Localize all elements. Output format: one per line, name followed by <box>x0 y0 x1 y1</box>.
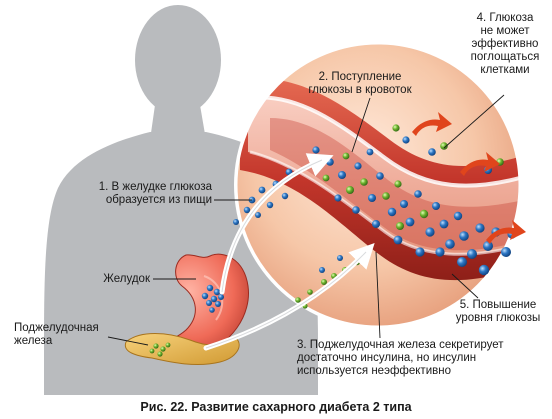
glucose-dot <box>337 255 343 261</box>
insulin-dot <box>420 210 428 218</box>
glucose-dot <box>354 162 361 169</box>
glucose-dot <box>202 293 208 299</box>
glucose-dot <box>376 172 384 180</box>
insulin-dot <box>157 351 162 356</box>
glucose-dot <box>319 267 325 273</box>
glucose-dot <box>440 220 449 229</box>
label-step3: 3. Поджелудочная железа секретирует дост… <box>297 339 542 378</box>
glucose-dot <box>400 200 408 208</box>
glucose-dot <box>406 218 415 227</box>
insulin-dot <box>346 186 354 194</box>
glucose-dot <box>428 148 436 156</box>
label-step4: 4. Глюкоза не может эффективно поглощать… <box>458 12 552 77</box>
glucose-dot <box>445 239 455 249</box>
insulin-dot <box>321 279 327 285</box>
glucose-dot <box>372 220 380 228</box>
glucose-dot <box>483 241 493 251</box>
glucose-dot <box>367 149 374 156</box>
glucose-dot <box>454 212 462 220</box>
glucose-dot <box>233 219 239 225</box>
insulin-dot <box>153 343 158 348</box>
glucose-dot <box>425 227 434 236</box>
glucose-dot <box>209 307 215 313</box>
insulin-dot <box>295 297 301 303</box>
glucose-dot <box>415 247 424 256</box>
insulin-dot <box>382 192 390 200</box>
glucose-dot <box>214 289 220 295</box>
glucose-dot <box>211 296 217 302</box>
glucose-dot <box>475 223 484 232</box>
glucose-dot <box>215 301 221 307</box>
insulin-dot <box>360 178 368 186</box>
glucose-dot <box>352 206 360 214</box>
glucose-dot <box>267 202 273 208</box>
insulin-dot <box>323 175 330 182</box>
insulin-dot <box>150 349 155 354</box>
glucose-dot <box>338 171 346 179</box>
glucose-dot <box>467 249 477 259</box>
glucose-dot <box>368 194 376 202</box>
glucose-dot <box>244 207 250 213</box>
glucose-dot <box>206 300 212 306</box>
glucose-dot <box>312 146 319 153</box>
glucose-dot <box>459 231 469 241</box>
diagram: 1. В желудке глюкоза образуется из пищи … <box>0 0 552 395</box>
insulin-dot <box>394 180 401 187</box>
glucose-dot <box>282 193 288 199</box>
insulin-dot <box>166 343 171 348</box>
glucose-dot <box>457 257 467 267</box>
glucose-dot <box>255 212 261 218</box>
label-pancreas: Поджелудочная железа <box>14 322 114 348</box>
glucose-dot <box>414 190 422 198</box>
glucose-dot <box>326 158 334 166</box>
glucose-dot <box>394 236 403 245</box>
insulin-dot <box>392 124 399 131</box>
glucose-dot <box>402 136 409 143</box>
glucose-dot <box>479 265 489 275</box>
label-step2: 2. Поступление глюкозы в кровоток <box>300 71 420 97</box>
label-step5: 5. Повышение уровня глюкозы <box>444 299 552 325</box>
glucose-dot <box>334 194 341 201</box>
glucose-dot <box>218 294 224 300</box>
glucose-dot <box>501 247 511 257</box>
insulin-dot <box>396 222 404 230</box>
figure-caption: Рис. 22. Развитие сахарного диабета 2 ти… <box>0 397 552 417</box>
label-stomach: Желудок <box>78 273 150 286</box>
glucose-dot <box>259 187 266 194</box>
insulin-dot <box>160 346 165 351</box>
glucose-dot <box>207 285 213 291</box>
glucose-dot <box>432 202 440 210</box>
glucose-dot <box>388 208 396 216</box>
insulin-dot <box>343 153 350 160</box>
label-step1: 1. В желудке глюкоза образуется из пищи <box>78 181 212 207</box>
insulin-dot <box>307 289 313 295</box>
glucose-dot <box>435 247 444 256</box>
